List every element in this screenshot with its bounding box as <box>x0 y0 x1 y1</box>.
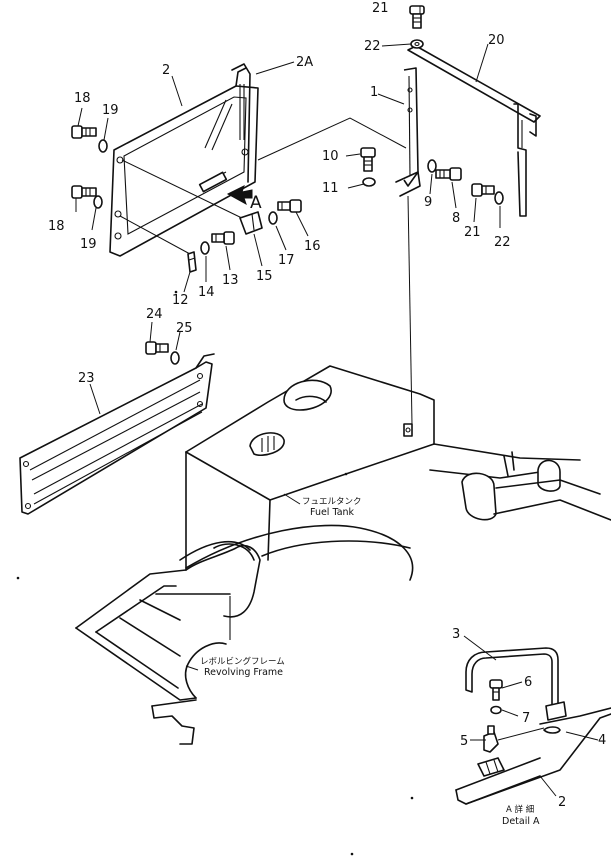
bolt-24 <box>145 341 169 355</box>
view-marker-a: A <box>250 193 262 213</box>
label-4: 4 <box>598 733 606 748</box>
label-12: 12 <box>172 293 189 308</box>
label-24: 24 <box>146 307 163 322</box>
washer-9 <box>427 159 437 173</box>
revolving-frame <box>75 443 611 745</box>
bracket-part-1 <box>395 67 421 425</box>
washer-19-top <box>98 139 108 153</box>
label-8: 8 <box>452 211 460 226</box>
revolving-frame-label-en: Revolving Frame <box>204 667 283 678</box>
fuel-tank-label-en: Fuel Tank <box>310 507 355 518</box>
washer-22-top <box>410 39 424 49</box>
label-3: 3 <box>452 627 460 642</box>
scan-specks <box>16 290 414 856</box>
bolt-21-right <box>471 183 495 197</box>
label-11: 11 <box>322 181 339 196</box>
label-19-top: 19 <box>102 103 119 118</box>
bolt-18-top <box>71 125 97 139</box>
washer-17 <box>268 211 278 225</box>
label-13: 13 <box>222 273 239 288</box>
detail-a-label-en: Detail A <box>502 816 540 827</box>
label-2: 2 <box>162 63 170 78</box>
label-21-top: 21 <box>372 1 389 16</box>
washer-11 <box>362 177 376 187</box>
label-25: 25 <box>176 321 193 336</box>
label-21-right: 21 <box>464 225 481 240</box>
label-2-detail: 2 <box>558 795 566 810</box>
leader-lines <box>75 6 599 797</box>
detail-a-view <box>455 647 611 805</box>
washer-19-bottom <box>93 195 103 209</box>
label-1: 1 <box>370 85 378 100</box>
label-16: 16 <box>304 239 321 254</box>
bolt-6 <box>489 679 503 701</box>
clip-12 <box>187 251 197 273</box>
fuel-tank <box>185 365 435 571</box>
washer-7 <box>490 705 502 715</box>
label-14: 14 <box>198 285 215 300</box>
bolt-18-bottom <box>71 185 97 199</box>
fuel-tank-label-jp: フュエルタンク <box>302 497 362 507</box>
cover-part-23 <box>19 353 215 515</box>
label-9: 9 <box>424 195 432 210</box>
detail-a-label-jp: A 詳 細 <box>506 804 534 815</box>
bolt-21-top <box>409 5 425 29</box>
part-number-labels: 21 22 20 1 2 2A 18 19 18 19 10 11 9 8 21… <box>48 1 606 810</box>
label-15: 15 <box>256 269 273 284</box>
label-20: 20 <box>488 33 505 48</box>
leader-link <box>257 117 407 161</box>
label-17: 17 <box>278 253 295 268</box>
label-22-top: 22 <box>364 39 381 54</box>
label-6: 6 <box>524 675 532 690</box>
bracket-15 <box>239 211 263 235</box>
captions: フュエルタンク Fuel Tank レボルビングフレーム Revolving F… <box>200 497 540 827</box>
view-arrow-a <box>226 185 253 206</box>
bolt-10 <box>360 147 376 172</box>
label-7: 7 <box>522 711 530 726</box>
washer-22-right <box>494 191 504 205</box>
bolt-13 <box>211 231 235 245</box>
label-10: 10 <box>322 149 339 164</box>
label-18-bottom: 18 <box>48 219 65 234</box>
label-2a: 2A <box>296 55 313 70</box>
label-18-top: 18 <box>74 91 91 106</box>
revolving-frame-label-jp: レボルビングフレーム <box>200 656 285 667</box>
label-23: 23 <box>78 371 95 386</box>
label-5: 5 <box>460 734 468 749</box>
bolt-16 <box>277 199 302 213</box>
panel-part-2 <box>109 63 259 257</box>
label-19-bottom: 19 <box>80 237 97 252</box>
bolt-8 <box>435 167 462 181</box>
washer-25 <box>170 351 180 365</box>
label-22-right: 22 <box>494 235 511 250</box>
washer-14 <box>200 241 210 255</box>
